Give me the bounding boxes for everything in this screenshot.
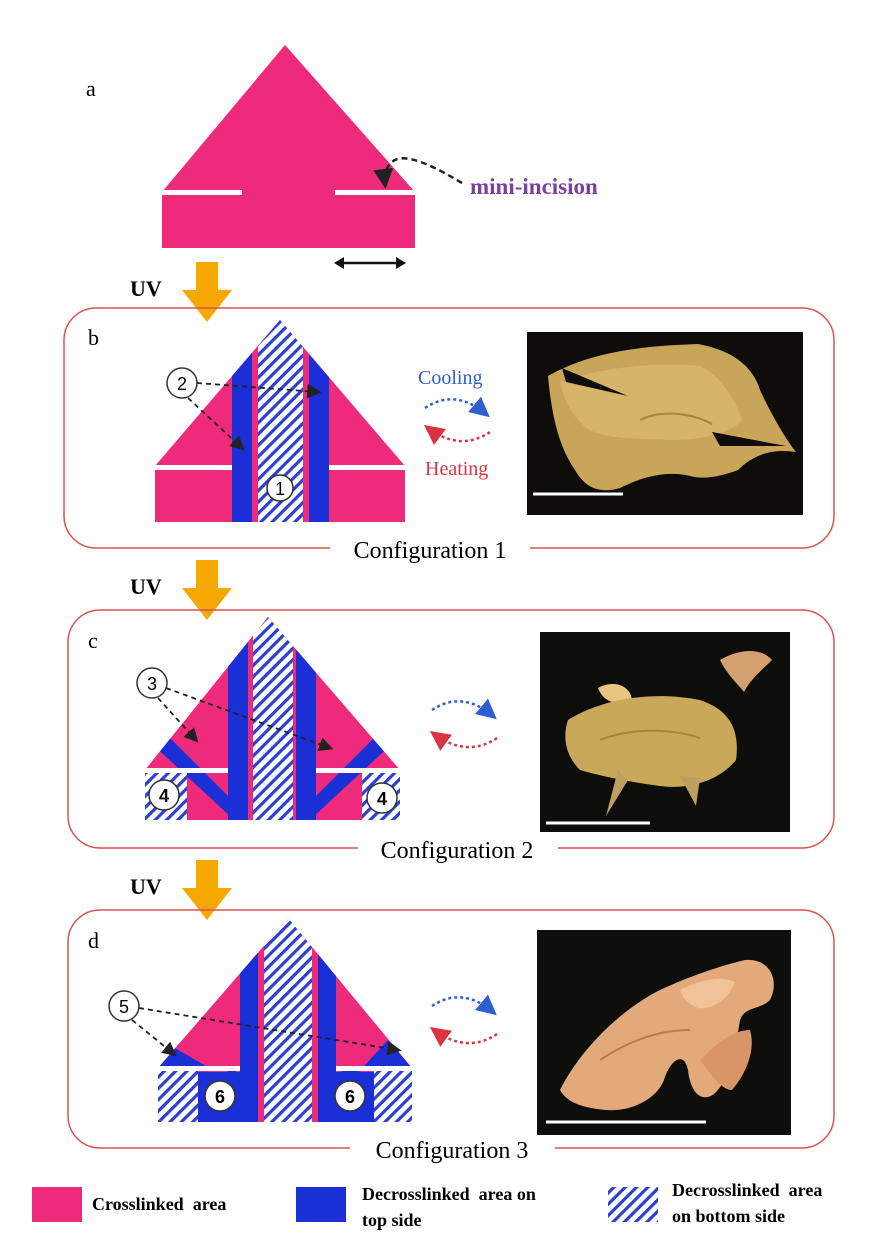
photo-config-3 bbox=[537, 930, 791, 1135]
legend-label-bottom-1: Decrosslinked area bbox=[672, 1180, 822, 1200]
width-indicator-left-head bbox=[334, 257, 344, 269]
legend-label-bottom-2: on bottom side bbox=[672, 1206, 785, 1226]
marker-1 bbox=[266, 474, 294, 502]
marker-6-left-text: 6 bbox=[215, 1087, 225, 1107]
panel-c-letter: c bbox=[88, 628, 98, 653]
panel-b: b 1 2 Cooling Heating Configurati bbox=[63, 307, 835, 564]
panel-c: c 3 4 4 bbox=[67, 609, 835, 864]
mini-incision-label: mini-incision bbox=[470, 174, 598, 199]
cooling-label: Cooling bbox=[418, 367, 482, 389]
incision-b-left bbox=[155, 465, 232, 470]
marker-5-text: 5 bbox=[119, 997, 129, 1017]
marker-4-left-text: 4 bbox=[159, 786, 169, 806]
heating-arrow-c bbox=[429, 731, 498, 751]
marker-3-text: 3 bbox=[147, 674, 157, 694]
incision-d-left bbox=[158, 1066, 240, 1071]
config-1-label-bg bbox=[330, 536, 530, 564]
marker-4-left bbox=[148, 779, 180, 811]
cooling-arrow bbox=[424, 396, 490, 418]
incision-b-right bbox=[329, 465, 405, 470]
width-indicator-right-head bbox=[396, 257, 406, 269]
heating-arrow-d bbox=[429, 1027, 498, 1047]
heating-arrow bbox=[423, 425, 491, 445]
pointer-5b bbox=[131, 1019, 177, 1057]
legend-label-top-2: top side bbox=[362, 1210, 422, 1230]
marker-6-right-text: 6 bbox=[345, 1087, 355, 1107]
panel-d: d 5 6 6 bbox=[67, 909, 835, 1164]
uv-label-2: UV bbox=[130, 574, 162, 599]
marker-4-right bbox=[366, 782, 398, 814]
marker-5 bbox=[108, 990, 140, 1022]
incision-c-left bbox=[145, 768, 228, 773]
panel-a: a mini-incision bbox=[86, 45, 598, 269]
legend-label-top-1: Decrosslinked area on bbox=[362, 1184, 536, 1204]
uv-arrow-2: UV bbox=[130, 560, 232, 620]
incision-pointer bbox=[373, 157, 463, 189]
config-3-label-bg bbox=[350, 1136, 555, 1164]
incision-left bbox=[162, 190, 242, 195]
cooling-arrow-c bbox=[431, 698, 497, 720]
config-1-label: Configuration 1 bbox=[354, 538, 507, 564]
shape-d bbox=[158, 918, 412, 1122]
config-2-label: Configuration 2 bbox=[381, 838, 534, 864]
shape-a-crosslinked bbox=[162, 45, 415, 248]
panel-d-letter: d bbox=[88, 928, 99, 953]
pointer-3b bbox=[157, 697, 199, 743]
uv-arrow-shape-3 bbox=[182, 860, 232, 920]
heating-label: Heating bbox=[425, 458, 488, 480]
panel-b-letter: b bbox=[88, 325, 99, 350]
pointer-3a bbox=[165, 687, 334, 752]
cooling-arrow-d bbox=[431, 994, 497, 1016]
pointer-2a bbox=[196, 382, 322, 399]
marker-3 bbox=[136, 667, 168, 699]
uv-arrow-1: UV bbox=[130, 262, 232, 322]
uv-label-3: UV bbox=[130, 874, 162, 899]
marker-4-right-text: 4 bbox=[377, 789, 387, 809]
panel-a-letter: a bbox=[86, 76, 96, 101]
photo-config-2 bbox=[540, 632, 790, 832]
marker-6-right bbox=[334, 1080, 366, 1112]
uv-arrow-shape-2 bbox=[182, 560, 232, 620]
config-3-label: Configuration 3 bbox=[376, 1138, 529, 1164]
uv-arrow-shape-1 bbox=[182, 262, 232, 322]
marker-6-left bbox=[204, 1080, 236, 1112]
legend-label-crosslinked: Crosslinked area bbox=[92, 1194, 226, 1214]
incision-right bbox=[335, 190, 415, 195]
pointer-2b bbox=[187, 397, 245, 451]
pointer-5a bbox=[138, 1007, 402, 1056]
legend-swatch-bottom bbox=[608, 1187, 658, 1222]
incision-c-right bbox=[316, 768, 400, 773]
uv-arrow-3: UV bbox=[130, 860, 232, 920]
incision-d-right bbox=[336, 1066, 412, 1071]
legend: Crosslinked area Decrosslinked area on t… bbox=[32, 1180, 822, 1230]
marker-1-text: 1 bbox=[275, 479, 285, 499]
marker-2-text: 2 bbox=[177, 374, 187, 394]
photo-config-1 bbox=[527, 332, 803, 515]
config-2-label-bg bbox=[358, 836, 558, 864]
legend-swatch-crosslinked bbox=[32, 1187, 82, 1222]
legend-swatch-top bbox=[296, 1187, 346, 1222]
uv-label-1: UV bbox=[130, 276, 162, 301]
